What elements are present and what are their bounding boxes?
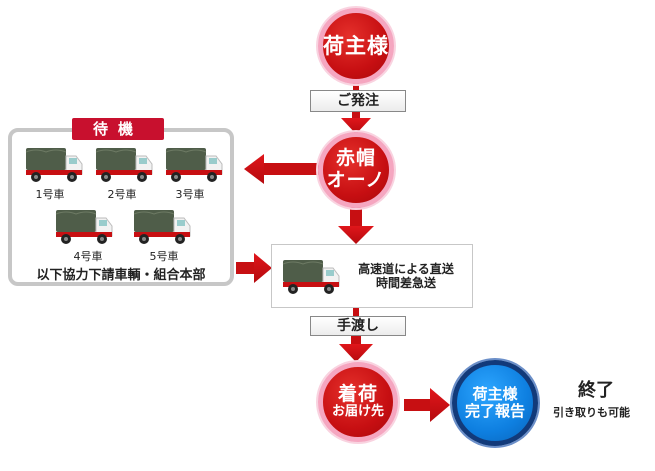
arrival-line1: 着荷 [337,382,378,405]
truck-label-2: 2号車 [107,188,137,201]
highway-line1: 高速道による直送 [358,262,454,276]
arrow-left-icon [244,154,322,184]
report-line2: 完了報告 [464,402,525,420]
truck-icon [55,210,113,244]
standby-title: 待機 [72,118,164,140]
report-line1: 荷主様 [472,384,518,403]
akabou-line2: オーノ [326,169,386,191]
highway-line2: 時間差急送 [375,276,436,290]
truck-icon [133,210,191,244]
order-tag-label: ご発注 [337,93,379,109]
arrival-node: 着荷 お届け先 [318,362,398,442]
truck-label-5: 5号車 [149,250,179,263]
truck-label-3: 3号車 [175,188,205,201]
handover-tag: 手渡し [310,316,406,336]
highway-text: 高速道による直送 時間差急送 [346,262,466,290]
standby-footer: 以下協力下請車輌・組合本部 [36,268,206,283]
akabou-node: 赤帽 オーノ [318,132,394,208]
shipper-node: 荷主様 [318,8,394,84]
truck-icon [95,148,153,182]
completion-title: 終了 [578,380,614,401]
arrival-line2: お届け先 [331,404,384,420]
order-tag: ご発注 [310,90,406,112]
completion-subtitle: 引き取りも可能 [553,406,630,419]
truck-icon [165,148,223,182]
shipper-label: 荷主様 [323,33,389,58]
arrow-down-icon [339,334,373,362]
akabou-line1: 赤帽 [335,147,376,170]
arrow-right-icon [404,388,450,422]
handover-tag-label: 手渡し [337,318,379,334]
arrow-down-icon [338,204,374,244]
truck-label-4: 4号車 [73,250,103,263]
truck-icon [282,260,340,294]
report-node: 荷主様 完了報告 [452,360,538,446]
connector-line [353,82,359,92]
truck-label-1: 1号車 [35,188,65,201]
connector-line [353,308,359,318]
arrow-down-icon [341,110,371,134]
truck-icon [25,148,83,182]
arrow-right-icon [236,253,272,283]
